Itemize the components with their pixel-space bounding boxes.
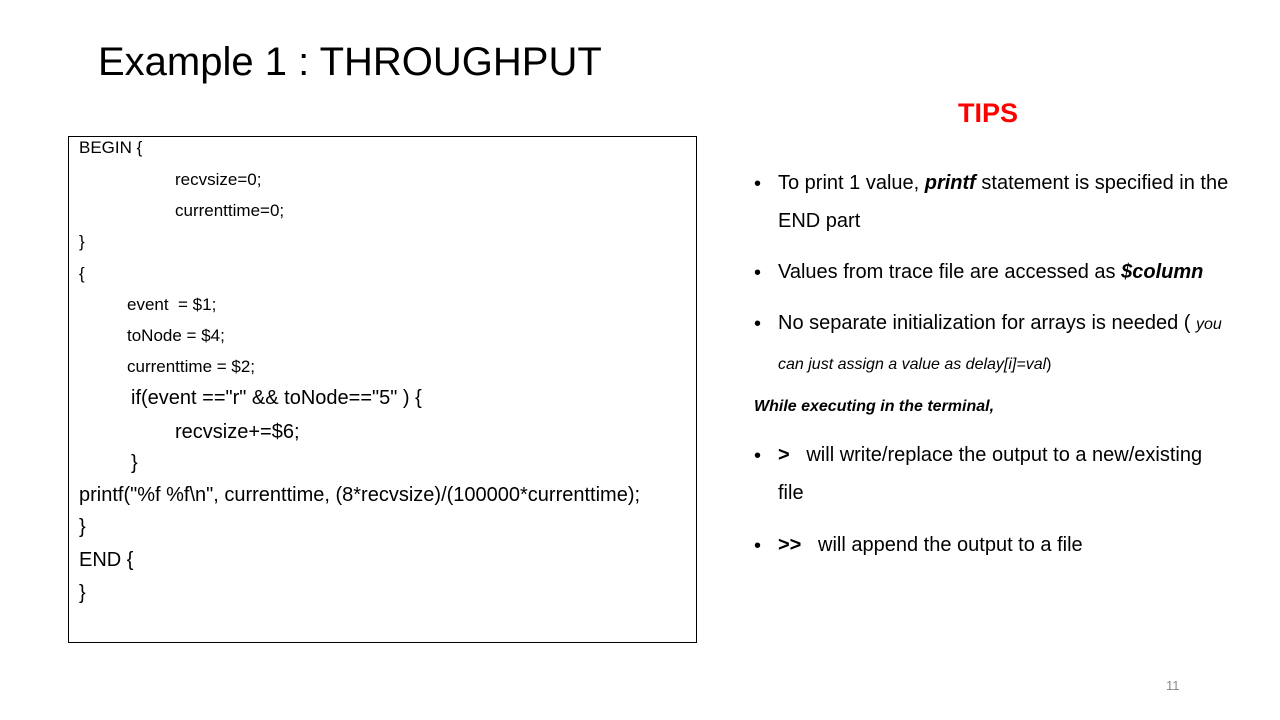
- tip-text: statement is specified in the: [975, 172, 1229, 194]
- code-line: {: [79, 264, 85, 283]
- bullet-icon: •: [754, 535, 762, 557]
- code-line: }: [79, 516, 86, 538]
- tip-redirect-write: > will write/replace the output to a new…: [778, 436, 1258, 512]
- tip-emphasis: $column: [1121, 261, 1204, 283]
- page-number: 11: [1166, 678, 1180, 693]
- tip-text: ): [1046, 356, 1052, 373]
- code-line: currenttime = $2;: [127, 357, 256, 376]
- tip-arrays: No separate initialization for arrays is…: [778, 304, 1258, 384]
- tip-emphasis: printf: [924, 172, 976, 194]
- terminal-subheading: While executing in the terminal,: [754, 398, 995, 415]
- code-line: }: [79, 232, 85, 251]
- tip-text: will append the output to a file: [801, 534, 1083, 556]
- tip-text-italic: can just assign a value as delay[i]=val: [778, 356, 1047, 373]
- bullet-icon: •: [754, 173, 762, 195]
- bullet-icon: •: [754, 313, 762, 335]
- bullet-icon: •: [754, 445, 762, 467]
- code-line: if(event =="r" && toNode=="5" ) {: [131, 387, 422, 409]
- tip-printf: To print 1 value, printf statement is sp…: [778, 164, 1258, 240]
- tip-text: Values from trace file are accessed as: [778, 261, 1122, 283]
- tip-text: END part: [778, 210, 861, 232]
- tip-text: will write/replace the output to a new/e…: [789, 444, 1203, 466]
- code-box: BEGIN { recvsize=0; currenttime=0; } { e…: [68, 136, 697, 643]
- code-line: toNode = $4;: [127, 326, 225, 345]
- tip-text: file: [778, 482, 804, 504]
- code-line: printf("%f %f\n", currenttime, (8*recvsi…: [79, 484, 641, 506]
- tip-redirect-append: >> will append the output to a file: [778, 526, 1258, 564]
- slide-title: Example 1 : THROUGHPUT: [98, 40, 602, 84]
- tip-text: To print 1 value,: [778, 172, 925, 194]
- code-line: event = $1;: [127, 295, 217, 314]
- code-line: recvsize=0;: [175, 170, 262, 189]
- tip-column: Values from trace file are accessed as $…: [778, 253, 1258, 291]
- code-line: }: [131, 452, 138, 474]
- code-line: currenttime=0;: [175, 201, 285, 220]
- code-line: recvsize+=$6;: [175, 421, 300, 443]
- tip-operator: >: [778, 444, 790, 466]
- code-line: END {: [79, 549, 134, 571]
- code-line: }: [79, 582, 86, 604]
- tips-heading: TIPS: [958, 98, 1019, 128]
- tip-operator: >>: [778, 534, 802, 556]
- code-line: BEGIN {: [79, 138, 143, 157]
- bullet-icon: •: [754, 262, 762, 284]
- tip-text: No separate initialization for arrays is…: [778, 312, 1196, 334]
- tip-text-italic: you: [1196, 316, 1222, 333]
